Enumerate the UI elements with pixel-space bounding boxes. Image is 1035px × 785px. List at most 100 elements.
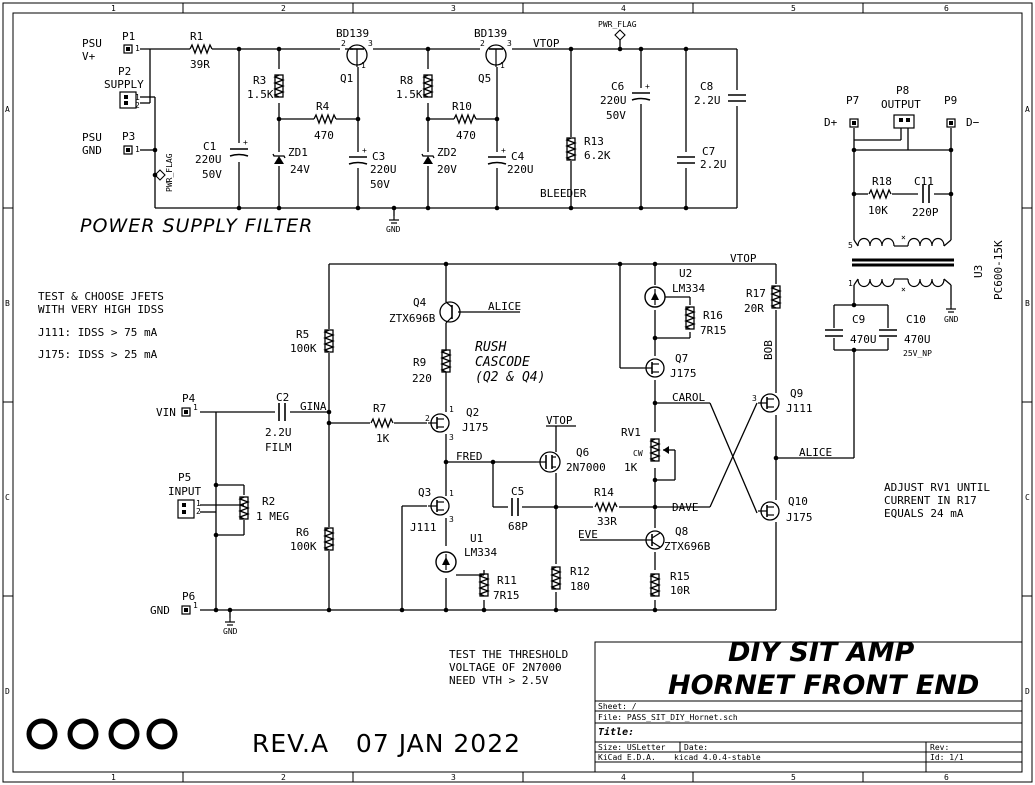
c8-ref: C8	[700, 80, 713, 93]
r8-val: 1.5K	[396, 88, 423, 101]
potentiometer-rv1: RV1 CW 1K	[621, 426, 669, 474]
resistor-r9: R9 220	[412, 349, 451, 385]
transistor-q6: Q6 2N7000	[536, 446, 606, 474]
resistor-r1: R1 39R	[189, 30, 213, 71]
c2-val-line2: FILM	[265, 441, 292, 454]
u2-ref: U2	[679, 267, 692, 280]
p2-ref: P2	[118, 65, 131, 78]
c4-val: 220U	[507, 163, 534, 176]
capacitor-c11: C11 220P	[912, 175, 939, 219]
p2-val: SUPPLY	[104, 78, 144, 91]
svg-text:1: 1	[135, 44, 140, 53]
resistor-r16: R16 7R15	[685, 306, 727, 337]
section-title: POWER SUPPLY FILTER	[80, 215, 313, 237]
r7-ref: R7	[373, 402, 386, 415]
r15-ref: R15	[670, 570, 690, 583]
p1-label-line1: PSU	[82, 37, 102, 50]
capacitor-c5: C5 68P	[508, 485, 528, 533]
capacitor-c1: C1 220U 50V	[195, 137, 249, 181]
c3-val-line1: 220U	[370, 163, 397, 176]
tb-file: File: PASS_SIT_DIY_Hornet.sch	[598, 713, 738, 722]
p7-ref: P7	[846, 94, 859, 107]
tb-id: Id: 1/1	[930, 753, 964, 762]
capacitor-c8: C8 2.2U	[694, 80, 747, 107]
net-carol: CAROL	[672, 391, 705, 404]
transistor-q9: 3 Q9 J111	[752, 387, 813, 415]
svg-text:3: 3	[507, 39, 512, 48]
r18-ref: R18	[872, 175, 892, 188]
p5-val: INPUT	[168, 485, 201, 498]
r10-val: 470	[456, 129, 476, 142]
note-adjust-line3: EQUALS 24 mA	[884, 507, 964, 520]
r13-val: 6.2K	[584, 149, 611, 162]
r14-ref: R14	[594, 486, 614, 499]
title-line2: HORNET FRONT END	[668, 670, 979, 701]
q9-val: J111	[786, 402, 813, 415]
tb-version: kicad 4.0.4-stable	[674, 753, 761, 762]
resistor-r13: R13 6.2K BLEEDER	[540, 135, 611, 200]
pwr-flag-gnd-label: PWR_FLAG	[165, 153, 174, 192]
tb-sheet: Sheet: /	[598, 702, 637, 711]
r6-val: 100K	[290, 540, 317, 553]
c11-ref: C11	[914, 175, 934, 188]
capacitor-c2: C2 2.2U FILM	[265, 391, 292, 454]
note-rush: RUSH CASCODE (Q2 & Q4)	[475, 340, 545, 385]
capacitor-c9: C9 470U	[824, 313, 877, 346]
c6-val-line1: 220U	[600, 94, 627, 107]
r16-val: 7R15	[700, 324, 727, 337]
frame-col-4: 4	[621, 4, 626, 13]
frame-row-a-right: A	[1025, 105, 1030, 114]
connector-p5: 12 P5 INPUT	[168, 471, 201, 519]
svg-text:3: 3	[368, 39, 373, 48]
c7-ref: C7	[702, 145, 715, 158]
note-rush-line2: CASCODE	[475, 355, 530, 370]
resistor-r14: R14 33R	[594, 486, 618, 528]
r16-ref: R16	[703, 309, 723, 322]
q4-ref: Q4	[413, 296, 427, 309]
bleeder-label: BLEEDER	[540, 187, 587, 200]
c5-ref: C5	[511, 485, 524, 498]
svg-text:3: 3	[449, 515, 454, 524]
resistor-r2: R2 1 MEG	[239, 495, 289, 523]
q5-ref: Q5	[478, 72, 491, 85]
svg-text:5: 5	[848, 241, 853, 250]
p3-label-line2: GND	[82, 144, 102, 157]
net-fred: FRED	[456, 450, 483, 463]
resistor-r18: R18 10K	[868, 175, 892, 217]
connector-p2: 12 P2 SUPPLY	[104, 65, 144, 110]
r6-ref: R6	[296, 526, 309, 539]
q6-val: 2N7000	[566, 461, 606, 474]
resistor-r8: R8 1.5K	[396, 74, 433, 101]
q9-ref: Q9	[790, 387, 803, 400]
note-rush-line1: RUSH	[475, 340, 506, 355]
current-source-u2: U2 LM334	[644, 267, 705, 308]
note-jfet-line4: J111: IDSS > 75 mA	[38, 326, 158, 339]
svg-text:2: 2	[196, 507, 201, 516]
q5-val: BD139	[474, 27, 507, 40]
q2-val: J175	[462, 421, 489, 434]
zd1-ref: ZD1	[288, 146, 308, 159]
r15-val: 10R	[670, 584, 690, 597]
pwr-flag-gnd: PWR_FLAG	[154, 153, 174, 192]
r14-val: 33R	[597, 515, 617, 528]
svg-text:1: 1	[193, 403, 198, 412]
zd1-val: 24V	[290, 163, 310, 176]
c11-val: 220P	[912, 206, 939, 219]
frame-col-1-bottom: 1	[111, 773, 116, 782]
c3-val-line2: 50V	[370, 178, 390, 191]
svg-text:×: ×	[901, 285, 906, 294]
output-wires	[833, 128, 952, 458]
capacitor-c4: C4 220U	[487, 145, 534, 176]
c5-val: 68P	[508, 520, 528, 533]
r9-ref: R9	[413, 356, 426, 369]
p4-ref: P4	[182, 392, 196, 405]
frame-row-d-right: D	[1025, 687, 1030, 696]
note-jfet: TEST & CHOOSE JFETS WITH VERY HIGH IDSS …	[38, 290, 164, 361]
connector-p4: 1 P4 VIN	[156, 392, 198, 419]
frontend-wires	[200, 263, 854, 618]
svg-text:2: 2	[135, 101, 140, 110]
svg-text:3: 3	[752, 394, 757, 403]
r17-val: 20R	[744, 302, 764, 315]
